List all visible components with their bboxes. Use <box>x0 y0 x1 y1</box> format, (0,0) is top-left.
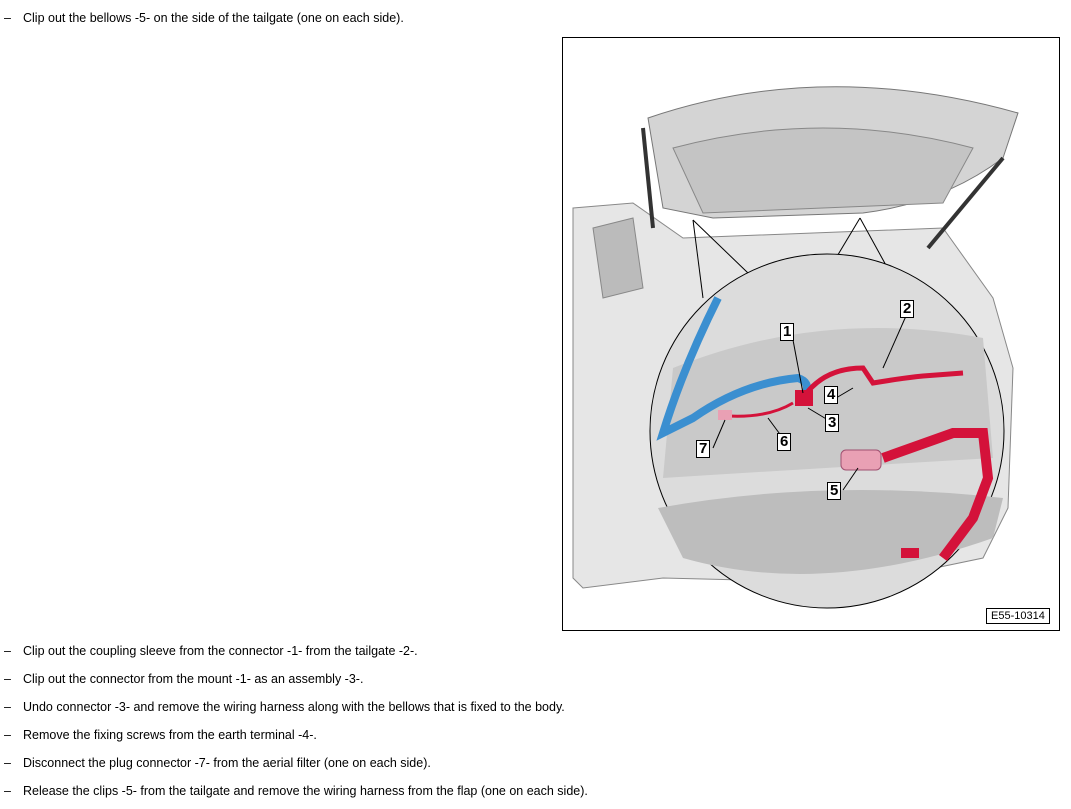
step-text: Clip out the coupling sleeve from the co… <box>23 644 418 658</box>
step-text: Remove the fixing screws from the earth … <box>23 728 317 742</box>
illustration-figure: 1 2 3 4 5 6 7 E55-10314 <box>562 37 1060 631</box>
bullet-dash: – <box>4 756 11 770</box>
step-text: Clip out the connector from the mount -1… <box>23 672 364 686</box>
bullet-dash: – <box>4 672 11 686</box>
callout-2: 2 <box>900 300 915 318</box>
figure-code: E55-10314 <box>986 608 1050 624</box>
callout-7: 7 <box>696 440 711 458</box>
callout-5: 5 <box>827 482 842 500</box>
callout-1: 1 <box>780 323 795 341</box>
car-tailgate-illustration <box>572 86 1019 609</box>
bullet-dash: – <box>4 700 11 714</box>
step-text: Disconnect the plug connector -7- from t… <box>23 756 431 770</box>
step-text: Undo connector -3- and remove the wiring… <box>23 700 565 714</box>
bullet-dash: – <box>4 784 11 798</box>
callout-3: 3 <box>825 414 840 432</box>
bullet-dash: – <box>4 11 11 25</box>
callout-6: 6 <box>777 433 792 451</box>
step-text: Release the clips -5- from the tailgate … <box>23 784 588 798</box>
bullet-dash: – <box>4 644 11 658</box>
step-text: Clip out the bellows -5- on the side of … <box>23 11 404 25</box>
callout-4: 4 <box>824 386 839 404</box>
bullet-dash: – <box>4 728 11 742</box>
